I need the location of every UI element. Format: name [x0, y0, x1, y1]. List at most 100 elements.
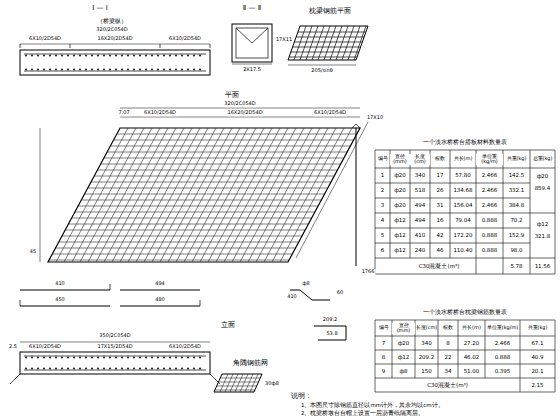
rebar-line: [208, 128, 280, 262]
rebar-line: [216, 128, 288, 262]
drawing-label: 2X17.5: [242, 67, 262, 73]
table-cell: 5.78: [503, 258, 530, 274]
table-cell: 2.466: [476, 168, 503, 183]
rebar-dot: [181, 357, 183, 359]
cell-text: 134.68: [453, 187, 472, 193]
cell-text: 70.2: [510, 217, 522, 223]
table-cell: 长度(cm): [410, 150, 430, 168]
rebar-dot: [151, 368, 153, 370]
cell-text: 57.80: [455, 172, 471, 178]
rebar-dot: [127, 368, 129, 370]
cell-text: 156.04: [453, 202, 472, 208]
drawing-label: ф8: [301, 281, 310, 287]
table-cell: 859.4: [530, 184, 555, 193]
table-cell: 340: [415, 336, 438, 350]
rebar-dot: [55, 357, 57, 359]
rebar-dot: [37, 55, 39, 57]
rebar-dot: [91, 357, 93, 359]
rebar-dot: [145, 357, 147, 359]
drawing-label: 53.8: [325, 331, 338, 337]
rebar-dot: [133, 69, 135, 71]
rebar-line: [375, 168, 555, 169]
rebar-line: [342, 26, 354, 60]
rebar-dot: [43, 357, 45, 359]
rebar-line: [120, 128, 192, 262]
rebar-line: [330, 26, 342, 60]
rebar-dot: [139, 357, 141, 359]
rebar-line: [306, 26, 318, 60]
rebar-dot: [199, 55, 201, 57]
drawing-label: 480: [154, 297, 166, 303]
cell-text: 共长(m): [462, 325, 481, 331]
drawing-label: 410: [54, 281, 66, 287]
cell-text: ф8: [399, 368, 407, 374]
rebar-dot: [25, 69, 27, 71]
rebar-line: [144, 128, 216, 262]
cell-text: 34: [445, 368, 452, 374]
table-cell: 240: [410, 243, 430, 258]
cell-text: 150: [421, 368, 432, 374]
table-cell: 34: [438, 364, 458, 378]
cell-text: 46: [437, 247, 444, 253]
rebar-line: [294, 26, 306, 60]
table-cell: 518: [410, 183, 430, 198]
table-cell: 6: [375, 243, 390, 258]
table-cell: 共长(m): [458, 320, 485, 336]
rebar-dot: [169, 55, 171, 57]
drawing-label: 6X10/2D54D: [313, 110, 347, 116]
rebar-dot: [181, 368, 183, 370]
rebar-dot: [187, 69, 189, 71]
cell-text: 0.888: [495, 354, 511, 360]
cell-text: 5.78: [510, 263, 522, 269]
rebar-line: [375, 320, 376, 392]
rebar-line: [375, 320, 555, 321]
rebar-dot: [133, 368, 135, 370]
cell-text: 209.2: [419, 354, 435, 360]
table-cell: 根数: [430, 150, 450, 168]
drawing-label: 6X10/2D54D: [28, 344, 62, 350]
table-cell: ф20: [530, 172, 555, 181]
rebar-dot: [97, 368, 99, 370]
cell-text: ф20: [537, 173, 549, 179]
rebar-line: [256, 128, 328, 262]
rebar-dot: [61, 69, 63, 71]
drawing-label: 1766: [361, 269, 376, 275]
table-cell: 编号: [375, 150, 390, 168]
rebar-dot: [43, 368, 45, 370]
cell-text: 2.466: [482, 187, 498, 193]
drawing-label: 一个淡水桥桥台枕梁钢筋数量表: [422, 309, 508, 316]
rebar-dot: [133, 55, 135, 57]
table-cell: ф20: [390, 183, 410, 198]
rebar-line: [375, 258, 555, 259]
table-cell: 8: [438, 336, 458, 350]
table-cell: 根数: [438, 320, 458, 336]
rebar-dot: [139, 69, 141, 71]
table-cell: 2.466: [485, 336, 520, 350]
drawing-label: 16X20/2D54D: [96, 36, 133, 42]
rebar-line: [280, 128, 352, 262]
drawing-label: 450: [54, 297, 66, 303]
rebar-dot: [175, 69, 177, 71]
rebar-line: [430, 150, 431, 258]
cell-text: 3: [381, 202, 385, 208]
cell-text: 根数: [435, 156, 445, 162]
rebar-line: [520, 320, 521, 392]
rebar-dot: [103, 69, 105, 71]
rebar-dot: [169, 69, 171, 71]
drawing-label: 7.07: [117, 110, 130, 116]
cell-text: 共长(m): [454, 156, 473, 162]
rebar-dot: [115, 69, 117, 71]
rebar-line: [200, 128, 272, 262]
rebar-dot: [121, 69, 123, 71]
rebar-dot: [163, 368, 165, 370]
table-cell: 7: [375, 336, 392, 350]
rebar-line: [230, 374, 238, 392]
drawing-label: 30ф8: [264, 381, 280, 387]
cell-text: 0.395: [495, 368, 511, 374]
rebar-line: [354, 26, 366, 60]
rebar-line: [168, 128, 240, 262]
rebar-line: [375, 150, 376, 274]
rebar-line: [235, 374, 243, 392]
rebar-dot: [73, 368, 75, 370]
